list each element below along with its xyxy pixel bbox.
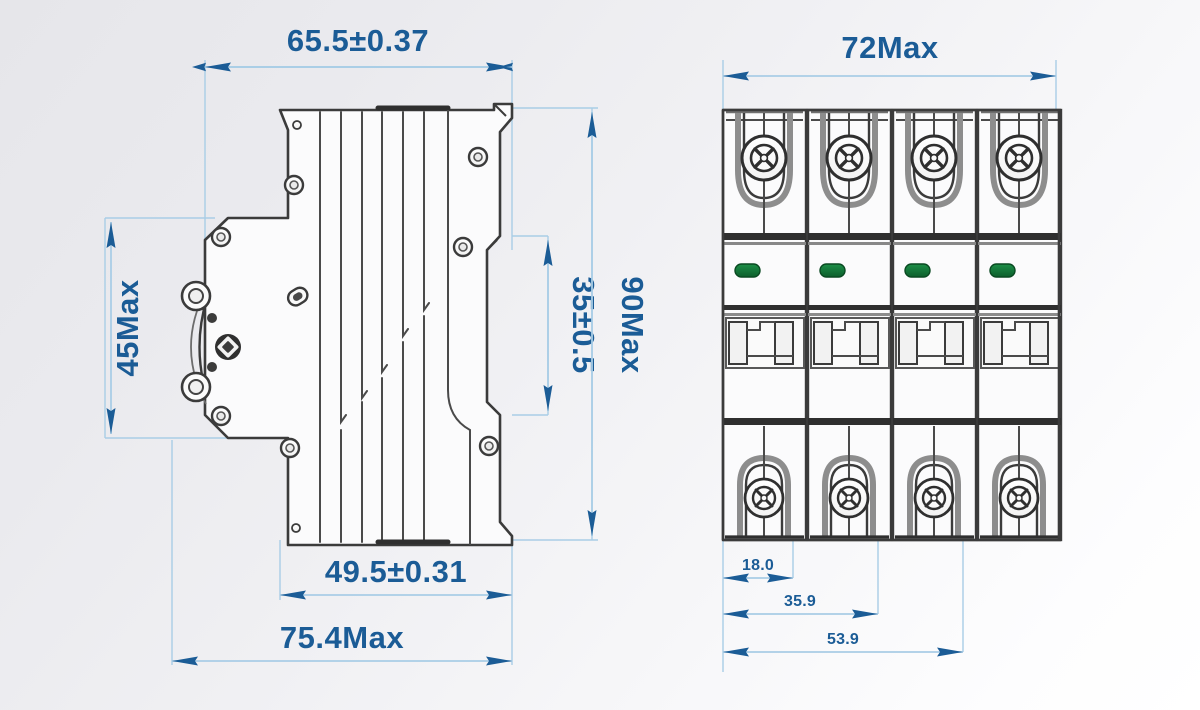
screw-terminal-icon [743,477,785,519]
clip-stud-lower [207,362,217,372]
pole-module [891,108,978,542]
side-view-group: 65.5±0.37 45Max 35±0.5 90Max [104,23,650,666]
front-view-extension-lines [722,60,1057,672]
din-rail-clip [180,280,217,405]
pole-module [806,108,893,542]
dimension-top-width: 65.5±0.37 [192,23,513,72]
screw-terminal-icon [995,134,1043,182]
side-view-inner-contour [447,110,471,545]
side-view-rivets [210,120,500,533]
status-indicator [734,263,761,278]
screw-terminal-icon [828,477,870,519]
dimension-label-top-width: 65.5±0.37 [287,23,429,58]
dimension-total-height: 90Max [587,112,650,536]
clip-pivot-lower [180,371,212,403]
side-view-outline [203,102,514,547]
clip-stud-upper [207,313,217,323]
dimension-label-pitch-3: 53.9 [827,631,859,648]
dimension-pitch-1: 18.0 [723,557,793,583]
pole-module [976,108,1063,542]
front-view-group: 72Max 18.0 35.9 53.9 [721,30,1063,672]
rivet-pin [210,405,232,427]
rivet-pin [478,435,500,457]
clip-pivot-upper [180,280,212,312]
side-view-vent-ribs-upper [319,111,430,499]
status-indicator [989,263,1016,278]
rivet-pin [291,523,301,533]
dimension-label-pitch-2: 35.9 [784,593,816,610]
dimension-left-height: 45Max [106,222,145,434]
screw-terminal-icon [825,134,873,182]
rivet-pin [292,120,302,130]
rivet-pin [467,146,489,168]
front-view-edges [721,108,1061,542]
dimension-label-pitch-1: 18.0 [742,557,774,574]
screw-terminal-icon [998,477,1040,519]
screw-terminal-icon [910,134,958,182]
rivet-pin [279,437,301,459]
dimension-pitch-3: 53.9 [723,631,963,657]
dimension-label-base-width: 49.5±0.31 [325,554,467,589]
dimension-label-total-height: 90Max [615,276,650,374]
rivet-pin [452,236,474,258]
dimension-label-left-height: 45Max [110,279,145,377]
pole-module [721,108,808,542]
dimension-pitch-2: 35.9 [723,593,878,619]
front-view-body [721,108,1063,542]
rivet-pin [210,226,232,248]
toggle-mechanism [725,317,805,369]
status-indicator [819,263,846,278]
toggle-mechanism [980,317,1060,369]
side-view-body [180,102,514,547]
status-indicator [904,263,931,278]
dimension-label-front-overall-width: 72Max [841,30,939,65]
toggle-mechanism [895,317,975,369]
side-view-vent-ribs-lower [319,315,425,543]
dimension-front-overall-width: 72Max [723,30,1056,81]
dimension-base-width: 49.5±0.31 [280,554,512,600]
square-drive-fastener-icon [215,334,241,360]
side-view-chamfers [486,103,507,413]
dimension-label-overall-width: 75.4Max [280,620,404,655]
screw-terminal-icon [740,134,788,182]
dimension-notch-height: 35±0.5 [543,240,601,411]
dimension-overall-width: 75.4Max [172,620,512,666]
side-view-oval-slot [286,286,309,307]
rivet-pin [283,174,305,196]
dimension-label-notch-height: 35±0.5 [566,276,601,374]
toggle-mechanism [810,317,890,369]
screw-terminal-icon [913,477,955,519]
